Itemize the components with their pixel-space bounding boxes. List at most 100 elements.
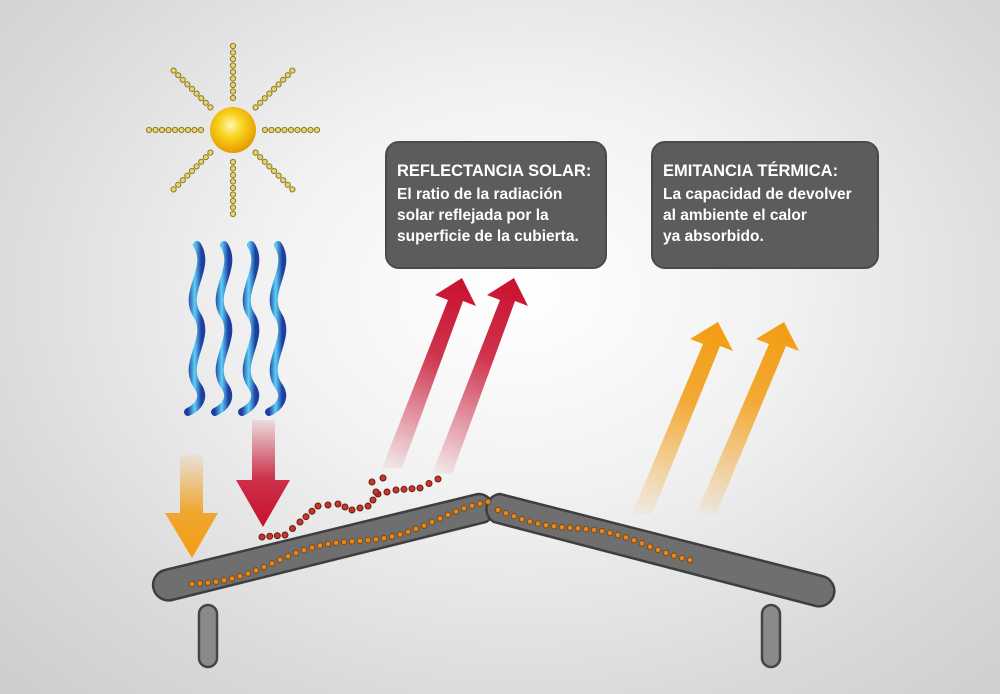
roof-panel-left xyxy=(151,492,495,602)
sun-ray-dot xyxy=(300,126,308,134)
sun-ray-dot xyxy=(197,126,205,134)
heat-particle xyxy=(574,525,582,532)
sun-ray-dot xyxy=(175,181,182,188)
sun-ray-dot xyxy=(275,81,282,88)
heat-particle xyxy=(292,549,300,557)
heat-particle xyxy=(558,523,566,531)
reflected-particle xyxy=(383,488,391,496)
sun-ray-dot xyxy=(287,126,295,134)
sun-ray-dot xyxy=(257,154,264,161)
heat-particle xyxy=(188,580,196,588)
heat-particle xyxy=(260,563,268,571)
reflected-particle xyxy=(356,504,364,512)
sun-ray-dot xyxy=(207,149,214,156)
heat-particle xyxy=(476,500,484,507)
heat-particle xyxy=(428,518,436,526)
sun-ray-dot xyxy=(280,76,287,83)
sun-ray-dot xyxy=(175,72,182,79)
sun-ray-dot xyxy=(281,126,288,134)
sun-ray-dot xyxy=(188,167,196,175)
heat-particle xyxy=(388,533,396,540)
sun-ray-dot xyxy=(261,158,268,165)
sun-ray-dot xyxy=(207,104,214,111)
reflected-particle xyxy=(266,532,274,540)
heat-particle xyxy=(670,552,678,560)
sun-ray-dot xyxy=(229,197,237,205)
heat-particle xyxy=(502,509,510,517)
heat-particles xyxy=(188,474,694,588)
heat-particle xyxy=(468,502,476,510)
heat-particle xyxy=(444,511,452,519)
heat-particle xyxy=(268,560,276,567)
sun-disc xyxy=(210,107,256,153)
sun-ray-dot xyxy=(307,126,314,134)
heat-particle xyxy=(364,536,372,544)
sun-ray-dot xyxy=(275,172,282,179)
sun-ray-dot xyxy=(229,191,237,198)
sun-ray-dot xyxy=(184,172,191,179)
heat-particle xyxy=(638,540,646,547)
heat-particle xyxy=(452,508,460,515)
heat-particle xyxy=(324,540,332,548)
sun-ray-dot xyxy=(170,67,177,74)
sun-ray-dot xyxy=(171,126,179,134)
heat-particle xyxy=(566,524,574,532)
sun-icon xyxy=(145,42,321,218)
sun-ray-dot xyxy=(229,210,237,218)
arrow-up-icon xyxy=(632,322,733,514)
reflectance-line-1: El ratio de la radiación xyxy=(397,186,563,203)
sun-ray-dot xyxy=(229,158,237,166)
reflected-particle xyxy=(425,480,433,487)
reflected-particle xyxy=(379,474,387,482)
sun-rays xyxy=(145,42,321,218)
sun-ray-dot xyxy=(261,95,268,102)
emittance-line-2: al ambiente el calor xyxy=(663,207,807,224)
heat-particle xyxy=(518,515,526,523)
heat-particle xyxy=(460,505,468,512)
heat-particle xyxy=(582,525,590,533)
reflected-particle xyxy=(289,525,296,532)
sun-ray-dot xyxy=(284,72,291,79)
sun-ray-dot xyxy=(229,88,237,95)
heat-particle xyxy=(332,539,340,547)
sun-ray-dot xyxy=(266,90,273,97)
sun-ray-dot xyxy=(145,126,153,134)
heat-particle xyxy=(212,578,220,586)
sun-ray-dot xyxy=(202,154,209,161)
sun-ray-dot xyxy=(266,163,273,170)
sun-ray-dot xyxy=(229,178,237,185)
reflected-particle xyxy=(416,484,424,492)
reflected-particle xyxy=(434,475,442,483)
reflectance-line-3: superficie de la cubierta. xyxy=(397,228,579,245)
reflected-particle xyxy=(281,531,289,539)
heat-particle xyxy=(630,537,638,544)
reflected-particle xyxy=(334,500,342,508)
heat-particle xyxy=(662,549,670,557)
heat-particle xyxy=(196,580,204,587)
arrow-down-icon xyxy=(236,420,290,527)
heat-particle xyxy=(436,515,444,522)
reflected-particle xyxy=(308,507,316,515)
sun-ray-dot xyxy=(229,55,237,63)
heat-particle xyxy=(542,521,550,529)
sun-ray-dot xyxy=(179,76,186,83)
heat-particle xyxy=(404,528,412,536)
reflected-particle xyxy=(324,501,332,509)
sun-ray-dot xyxy=(252,104,259,111)
sun-ray-dot xyxy=(229,165,237,172)
roof-support-right xyxy=(760,603,782,669)
reflected-particle xyxy=(364,502,372,510)
sun-ray-dot xyxy=(268,126,275,134)
heat-particle xyxy=(484,498,492,506)
sun-ray-dot xyxy=(229,49,237,56)
heat-particle xyxy=(420,522,428,529)
sun-ray-dot xyxy=(193,90,200,97)
heat-particle xyxy=(678,554,686,562)
sun-ray-dot xyxy=(229,94,237,102)
heat-particle xyxy=(686,556,694,564)
sun-ray-dot xyxy=(178,126,185,134)
reflected-particle xyxy=(408,485,416,493)
heat-particle xyxy=(614,531,622,539)
sun-ray-dot xyxy=(229,42,237,50)
sun-ray-dot xyxy=(193,163,200,170)
